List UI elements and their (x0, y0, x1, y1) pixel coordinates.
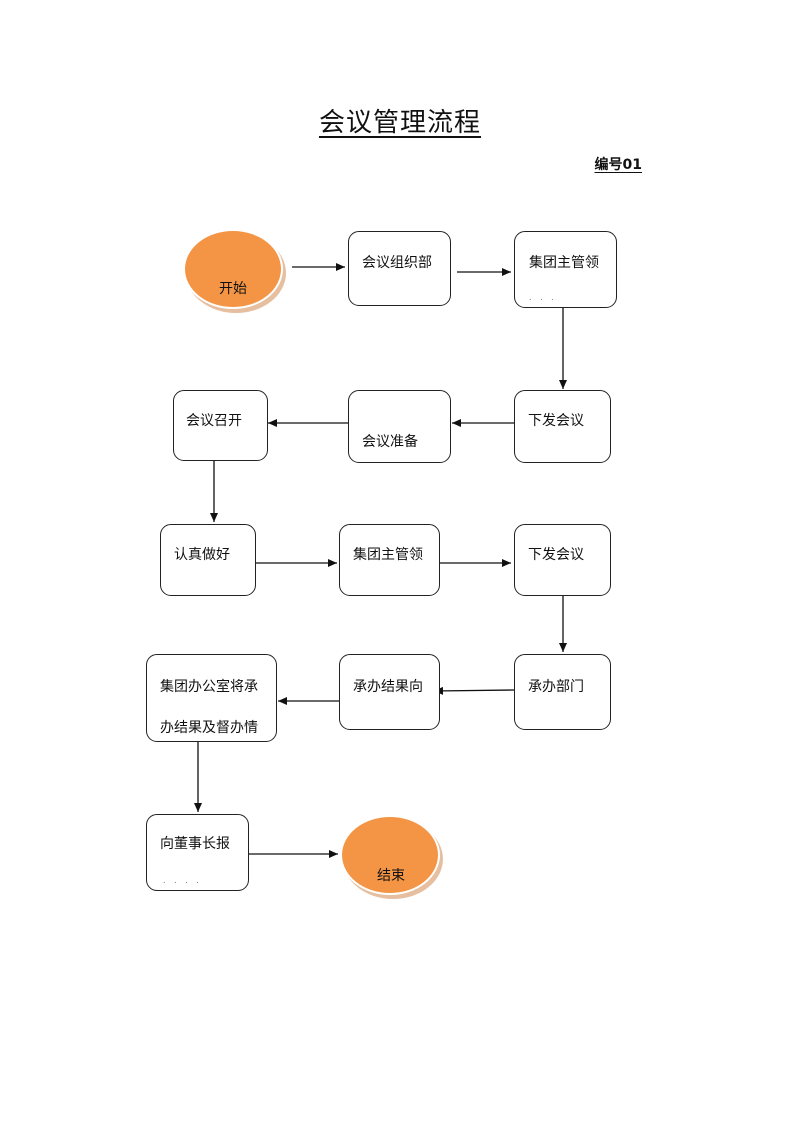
step-group-leader-2-label: 集团主管领 (353, 547, 423, 563)
document-number-text: 编号01 (594, 157, 642, 173)
step-group-leader-1: 集团主管领 . . . (514, 231, 617, 308)
step-issue-notice-2: 下发会议 (514, 524, 611, 596)
step-group-leader-1-label: 集团主管领 (529, 255, 599, 271)
step-group-leader-1-ellipsis: . . . (529, 293, 557, 302)
start-label: 开始 (219, 281, 247, 297)
step-issue-notice-1-label: 下发会议 (528, 413, 584, 429)
step-meeting-prep: 会议准备 (348, 390, 451, 463)
step-report-results: 承办结果向 (339, 654, 440, 730)
step-issue-notice-2-label: 下发会议 (528, 547, 584, 563)
step-undertaking-dept-label: 承办部门 (528, 679, 584, 695)
step-group-office-label-line1: 集团办公室将承 (160, 679, 258, 695)
step-undertaking-dept: 承办部门 (514, 654, 611, 730)
step-report-chairman: 向董事长报 . . . . (146, 814, 249, 891)
step-meeting-held-label: 会议召开 (186, 413, 242, 429)
step-issue-notice-1: 下发会议 (514, 390, 611, 463)
step-report-results-label: 承办结果向 (353, 679, 423, 695)
end-terminal: 结束 (340, 815, 443, 899)
step-report-chairman-label: 向董事长报 (160, 836, 230, 852)
page-title: 会议管理流程 (0, 102, 800, 139)
end-terminal-shape (340, 815, 440, 895)
step-do-well: 认真做好 (160, 524, 256, 596)
step-meeting-prep-label: 会议准备 (362, 434, 418, 450)
step-meeting-organizer-label: 会议组织部 (362, 255, 432, 271)
start-terminal: 开始 (183, 229, 286, 313)
step-meeting-organizer: 会议组织部 (348, 231, 451, 306)
step-report-chairman-ellipsis: . . . . (163, 876, 202, 885)
step-group-leader-2: 集团主管领 (339, 524, 440, 596)
arrow-dept-to-report (433, 686, 515, 695)
page-title-text: 会议管理流程 (318, 108, 481, 138)
step-group-office-label-line2: 办结果及督办情 (160, 720, 258, 736)
step-group-office: 集团办公室将承 办结果及督办情 (146, 654, 277, 742)
start-terminal-shape (183, 229, 283, 309)
step-do-well-label: 认真做好 (174, 547, 230, 563)
step-meeting-held: 会议召开 (173, 390, 268, 461)
end-label: 结束 (377, 868, 405, 884)
document-number: 编号01 (570, 154, 642, 174)
